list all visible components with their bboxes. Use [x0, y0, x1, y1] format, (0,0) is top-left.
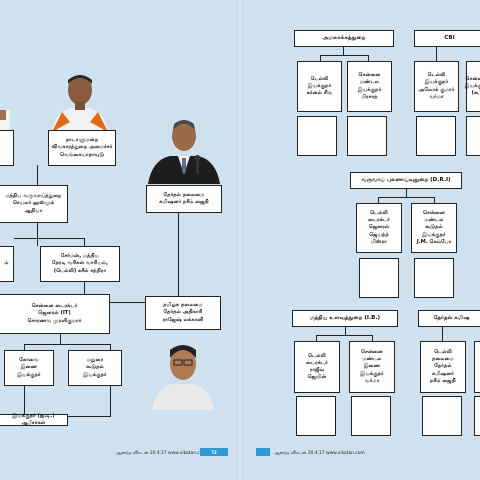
left-page-number: 72 — [200, 448, 228, 456]
photo-placeholder — [414, 258, 454, 298]
partial-person-photo — [0, 110, 10, 132]
partial-ec-box — [474, 341, 480, 393]
connector — [372, 335, 373, 341]
photo-placeholder — [422, 396, 462, 436]
connector — [84, 238, 85, 246]
ed-header: அமலாக்கத்துறை — [294, 30, 394, 47]
chief-ec-photo — [146, 112, 222, 184]
connector — [442, 327, 443, 341]
partial-box-top-left — [0, 130, 14, 166]
minister-box: நாடாளுமன்ற விவகாரத்துறை அமைச்சர் வெங்கைய… — [48, 130, 116, 166]
connector — [434, 197, 435, 203]
connector — [178, 212, 179, 296]
photo-placeholder — [296, 396, 336, 436]
delhi-ib-box: டெல்லி டைரக்டர் ராஜீவ் ஜெயின் — [294, 341, 340, 393]
photo-placeholder — [359, 258, 399, 298]
connector — [24, 386, 25, 416]
right-footer: ஆனந்த விகடன் 20.4.17 www.vikatan.com — [274, 451, 365, 456]
delhi-cbi-box: டெல்லி இயக்குநர் அலோக் குமார் வர்மா — [414, 61, 459, 112]
photo-placeholder — [474, 396, 480, 436]
connector — [406, 189, 407, 197]
central-board-box: சேர்மன், மத்திய நேரடி வரிகள் வாரியம், (ட… — [40, 246, 120, 282]
tn-ceo-photo — [150, 336, 216, 410]
connector — [316, 335, 317, 341]
chief-ec-box: தேர்தல் தலைமை கமிஷனர் நசீம் ஜைதி — [146, 185, 222, 213]
central-revenue-box: மத்திய வருவாய்த்துறை செயலர் ஹஸ்முக் ஆதிய… — [0, 185, 68, 223]
chennai-cbi-box: சென்னை இயக்குநர் (கூ) — [465, 61, 480, 112]
chennai-it-box: சென்னை டைரக்டர் ஜெனரல் (IT) சொரணவ முரளிக… — [0, 294, 110, 334]
connector — [37, 165, 38, 185]
cbi-header: CBI — [414, 30, 480, 47]
chennai-ed-box: சென்னை மண்டல இயக்குநர் பிரசாத் — [347, 61, 392, 112]
connector — [24, 344, 25, 350]
connector — [343, 47, 344, 55]
connector — [378, 197, 434, 198]
photo-placeholder — [351, 396, 391, 436]
connector — [320, 55, 321, 61]
photo-placeholder — [416, 116, 456, 156]
delhi-dri-box: டெல்லி டைரக்டர் ஜெனரல் ஜெயந்த் மிஸ்ரா — [356, 203, 402, 253]
connector — [316, 335, 372, 336]
connector — [378, 197, 379, 203]
connector — [24, 344, 110, 345]
connector — [368, 55, 369, 61]
left-footer: ஆனந்த விகடன் 20.4.17 www.vikatan.com — [116, 451, 207, 456]
delhi-ec-box: டெல்லி தலைமை தேர்தல் கமிஷனர் நசீம் ஜைதி — [420, 341, 466, 393]
connector — [345, 327, 346, 335]
ec-header: தேர்தல் கமிஷ — [418, 310, 480, 327]
connector — [110, 344, 111, 350]
page-gutter — [238, 0, 242, 480]
photo-placeholder — [466, 116, 480, 156]
connector — [60, 334, 61, 344]
connector — [84, 282, 85, 294]
delhi-ed-box: டெல்லி இயக்குநர் கர்னல் சிங் — [297, 61, 342, 112]
photo-placeholder — [347, 116, 387, 156]
chennai-dri-box: சென்னை மண்டல கூடுதல் இயக்குநர் J.M. கெம்… — [411, 203, 457, 253]
connector — [320, 55, 368, 56]
tn-ceo-box: தமிழக தலைமை தேர்தல் அதிகாரி ராஜேஷ் லக்கா… — [145, 296, 221, 330]
chennai-ib-box: சென்னை மண்டல இணை இயக்குநர் வர்மா — [349, 341, 395, 393]
partial-left-mid-box: ம் — [0, 246, 14, 282]
right-page-badge — [256, 448, 270, 456]
connector — [436, 47, 437, 61]
kovai-box: கோவை இணை இயக்குநர் — [4, 350, 54, 386]
bottom-note-box: இயக்குநர் (ஐ.டி.) ஆபீசர்கள் — [0, 413, 68, 426]
connector — [109, 302, 145, 303]
connector — [110, 386, 111, 416]
minister-photo — [48, 68, 112, 132]
dri-header: வருவாய் புலனாய்வுதுறை (D.R.I) — [350, 172, 462, 189]
connector — [37, 222, 38, 246]
madurai-box: மதுரை கூடுதல் இயக்குநர் — [68, 350, 122, 386]
ib-header: மத்திய உளவுத்துறை (I.B.) — [292, 310, 398, 327]
connector — [14, 238, 84, 239]
photo-placeholder — [297, 116, 337, 156]
